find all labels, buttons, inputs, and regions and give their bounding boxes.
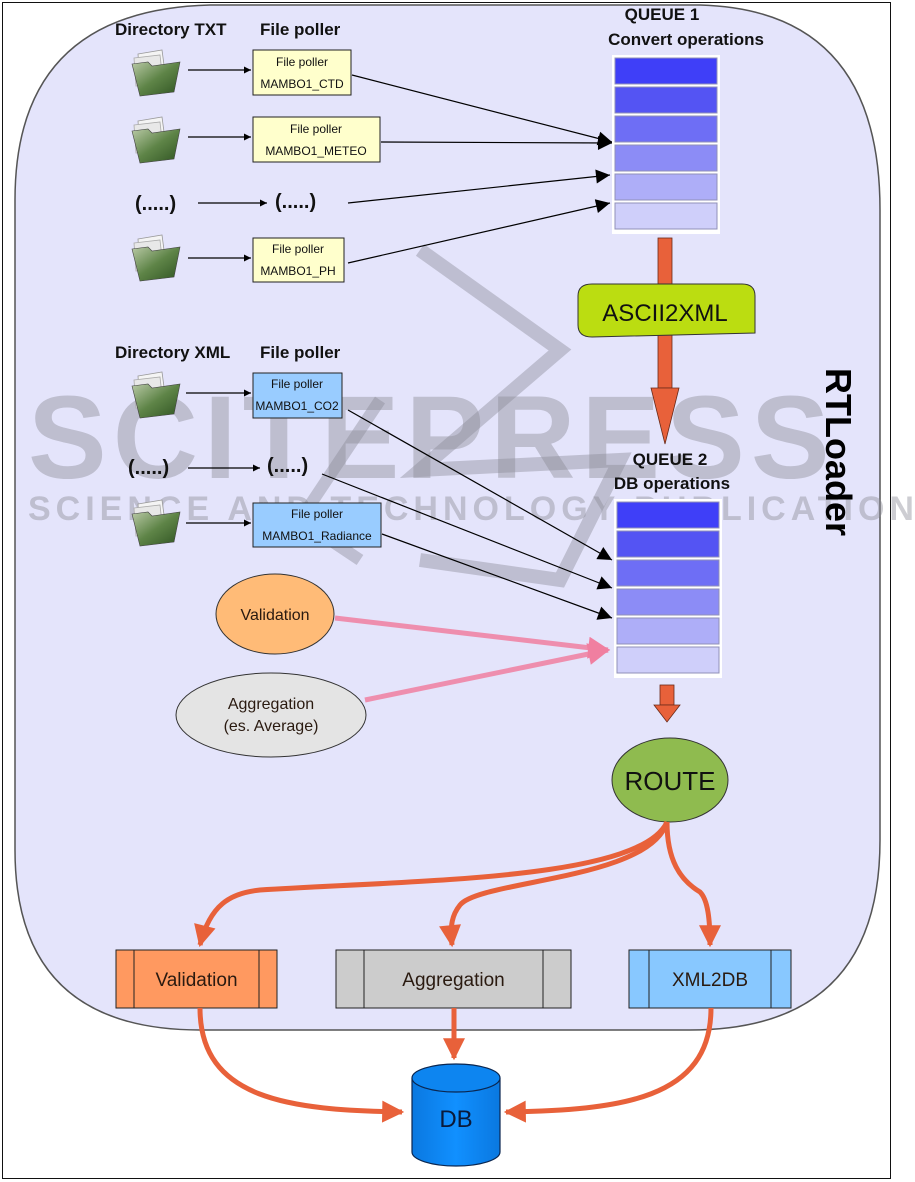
svg-text:File poller: File poller — [272, 242, 324, 256]
directory-txt-header: Directory TXT — [115, 20, 227, 39]
queue-slot — [616, 617, 720, 645]
queue-slot — [614, 115, 718, 143]
ascii2xml-converter[interactable]: ASCII2XML — [577, 283, 756, 338]
queue-slot — [614, 202, 718, 230]
queue2-subtitle: DB operations — [614, 474, 730, 493]
txt-to-queue1-arrows — [347, 74, 613, 264]
process-label: Validation — [155, 970, 237, 991]
queue-slot — [614, 86, 718, 114]
queue2 — [614, 499, 722, 678]
sources-to-queue2-arrows — [334, 615, 611, 703]
svg-text:File poller: File poller — [291, 507, 343, 521]
queue1-subtitle: Convert operations — [608, 30, 764, 49]
queue-slot — [614, 173, 718, 201]
queue1-title: QUEUE 1 — [625, 5, 700, 24]
poller-mambo1-meteo[interactable]: File poller MAMBO1_METEO — [252, 116, 381, 163]
validation-source[interactable]: Validation — [215, 573, 335, 655]
svg-text:File poller: File poller — [271, 377, 323, 391]
queue2-title: QUEUE 2 — [633, 450, 708, 469]
process-label: XML2DB — [672, 970, 748, 991]
route-fanout-arrows — [194, 820, 721, 948]
svg-text:File poller: File poller — [276, 55, 328, 69]
xml-to-queue2-arrows — [321, 409, 613, 620]
queue-slot — [616, 530, 720, 558]
svg-text:MAMBO1_Radiance: MAMBO1_Radiance — [262, 529, 372, 543]
folder-icon[interactable] — [131, 234, 181, 282]
folder-icon[interactable] — [131, 116, 181, 164]
svg-text:MAMBO1_CO2: MAMBO1_CO2 — [255, 399, 339, 413]
folder-icon[interactable] — [131, 499, 181, 547]
svg-text:ROUTE: ROUTE — [625, 766, 716, 796]
process-label: Aggregation — [402, 970, 504, 991]
svg-text:(es. Average): (es. Average) — [224, 718, 319, 735]
file-poller-xml-header: File poller — [260, 343, 341, 362]
txt-poller-placeholder: (.....) — [275, 191, 316, 213]
xml-ingest-arrows — [186, 389, 260, 527]
aggregation-source[interactable]: Aggregation (es. Average) — [175, 672, 367, 758]
database[interactable]: DB — [411, 1063, 501, 1167]
svg-text:ASCII2XML: ASCII2XML — [602, 300, 727, 327]
poller-mambo1-ctd[interactable]: File poller MAMBO1_CTD — [252, 49, 352, 96]
queue-slot — [616, 646, 720, 674]
folder-icon[interactable] — [131, 371, 181, 419]
queue-slot — [614, 57, 718, 85]
queue2-to-route-arrow — [653, 684, 681, 723]
svg-text:MAMBO1_CTD: MAMBO1_CTD — [260, 77, 344, 91]
svg-text:Validation: Validation — [240, 607, 309, 624]
txt-source-placeholder: (.....) — [135, 193, 176, 215]
svg-text:MAMBO1_METEO: MAMBO1_METEO — [265, 144, 366, 158]
poller-mambo1-ph[interactable]: File poller MAMBO1_PH — [252, 237, 345, 283]
folder-icon[interactable] — [131, 49, 181, 97]
rtloader-title: RTLoader — [818, 368, 859, 536]
poller-mambo1-co2[interactable]: File poller MAMBO1_CO2 — [252, 372, 343, 419]
poller-mambo1-radiance[interactable]: File poller MAMBO1_Radiance — [252, 502, 382, 548]
svg-text:DB: DB — [439, 1106, 472, 1133]
process-to-db-arrows — [197, 1007, 714, 1123]
txt-ingest-arrows — [188, 66, 267, 262]
route-node[interactable]: ROUTE — [611, 737, 729, 823]
process-xml2db[interactable]: XML2DB — [628, 949, 792, 1009]
queue-slot — [614, 144, 718, 172]
queue-slot — [616, 501, 720, 529]
queue-slot — [616, 588, 720, 616]
svg-text:File poller: File poller — [290, 122, 342, 136]
svg-text:MAMBO1_PH: MAMBO1_PH — [260, 264, 335, 278]
queue-slot — [616, 559, 720, 587]
file-poller-txt-header: File poller — [260, 20, 341, 39]
xml-poller-placeholder: (.....) — [267, 455, 308, 477]
directory-xml-header: Directory XML — [115, 343, 230, 362]
process-validation[interactable]: Validation — [115, 949, 278, 1009]
svg-text:Aggregation: Aggregation — [228, 696, 314, 713]
process-aggregation[interactable]: Aggregation — [335, 949, 572, 1009]
queue1 — [612, 55, 720, 234]
xml-source-placeholder: (.....) — [128, 457, 169, 479]
